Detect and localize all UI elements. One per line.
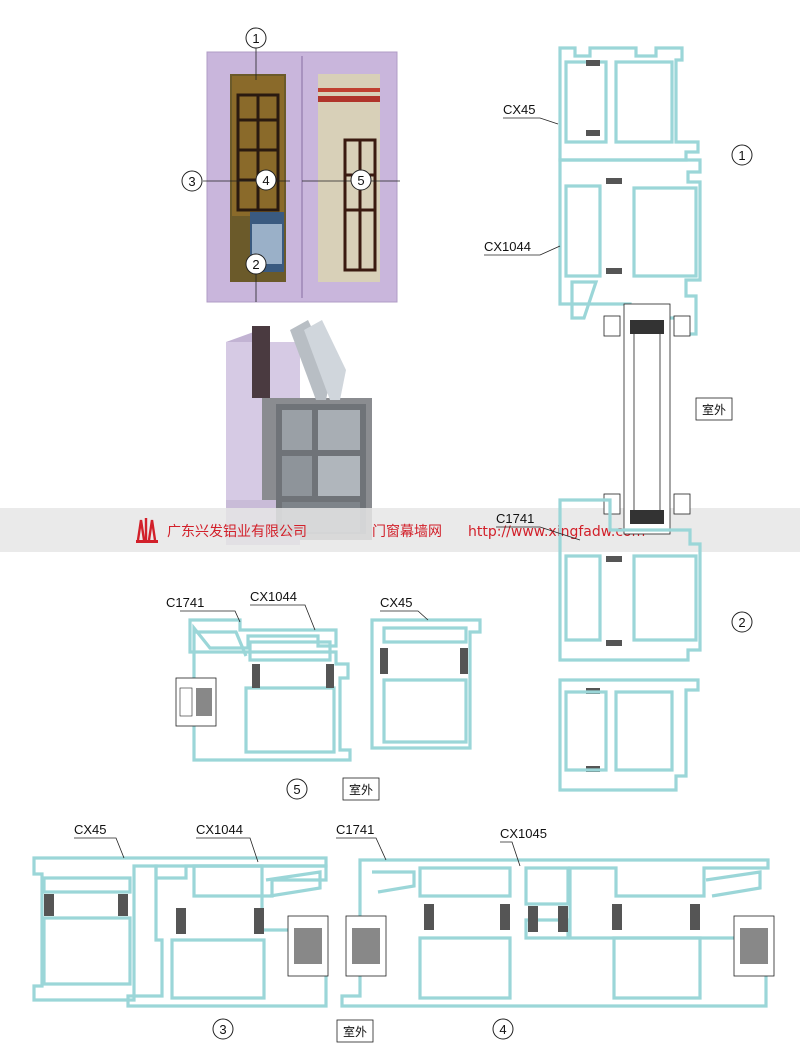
photo-callout-4: 4 [255, 169, 277, 191]
right-callout-2: 2 [731, 611, 753, 633]
company-logo-icon [136, 518, 158, 543]
svg-text:1: 1 [252, 31, 259, 46]
section-4-callout: 4 [492, 1018, 514, 1040]
svg-text:5: 5 [293, 782, 300, 797]
section-5-outside-label: 室外 [342, 777, 380, 801]
right-outside-label: 室外 [695, 397, 733, 421]
banner-company: 广东兴发铝业有限公司 [167, 524, 307, 540]
right-callout-1: 1 [731, 144, 753, 166]
svg-text:室外: 室外 [349, 782, 373, 797]
section-3-callout: 3 [212, 1018, 234, 1040]
label-cx1044-34: CX1044 [196, 822, 243, 837]
svg-text:室外: 室外 [702, 402, 726, 417]
label-c1741-5: C1741 [166, 595, 204, 610]
label-cx1045-34: CX1045 [500, 826, 547, 841]
label-c1741-34: C1741 [336, 822, 374, 837]
section-34-outside-label: 室外 [336, 1019, 374, 1043]
svg-text:3: 3 [219, 1022, 226, 1037]
photo-callout-1: 1 [245, 27, 267, 49]
svg-text:2: 2 [252, 257, 259, 272]
photo-callout-2: 2 [245, 253, 267, 275]
svg-text:1: 1 [738, 148, 745, 163]
section-5-callout: 5 [286, 778, 308, 800]
vertical-section-diagram: CX45 CX1044 C1741 1 2 室外 [484, 46, 753, 792]
profile-3d-render [226, 320, 372, 545]
svg-text:5: 5 [357, 173, 364, 188]
label-cx45-34: CX45 [74, 822, 107, 837]
svg-text:室外: 室外 [343, 1024, 367, 1039]
label-cx1044-right: CX1044 [484, 239, 531, 254]
section-34-diagram: CX45 CX1044 C1741 CX1045 3 4 室外 [32, 822, 775, 1043]
window-photo: 1 3 4 5 2 [181, 27, 400, 303]
photo-callout-5: 5 [350, 169, 372, 191]
svg-text:3: 3 [188, 174, 195, 189]
section-5-diagram: C1741 CX1044 CX45 5 室外 [166, 589, 482, 801]
label-cx45-right: CX45 [503, 102, 536, 117]
label-c1741-right: C1741 [496, 511, 534, 526]
banner-tagline: 门窗幕墙网 [372, 523, 442, 540]
svg-text:4: 4 [262, 173, 269, 188]
photo-callout-3: 3 [181, 170, 203, 192]
label-cx45-5: CX45 [380, 595, 413, 610]
label-cx1044-5: CX1044 [250, 589, 297, 604]
svg-text:2: 2 [738, 615, 745, 630]
svg-text:4: 4 [499, 1022, 506, 1037]
